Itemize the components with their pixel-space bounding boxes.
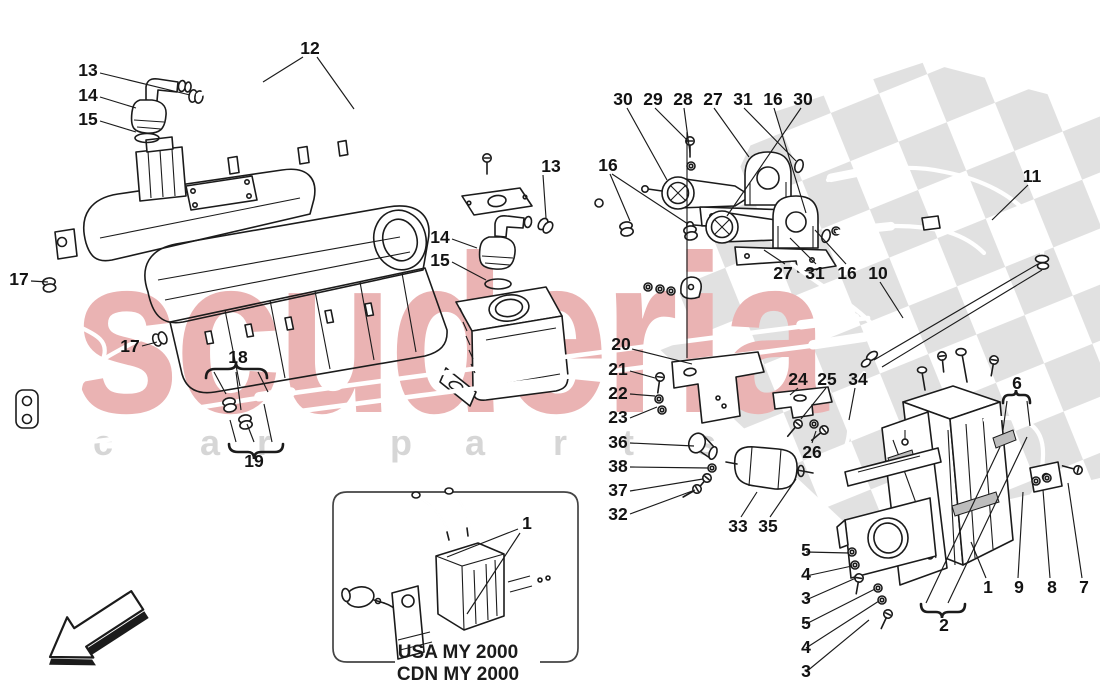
throttle-inlet — [372, 209, 428, 271]
bracket-24 — [772, 386, 833, 445]
hose-34 — [812, 371, 866, 475]
watermark-letter-r: r — [553, 422, 567, 463]
solenoid-valve-lower — [618, 195, 841, 273]
callout-24: 24 — [788, 369, 808, 389]
brace-19 — [227, 442, 285, 460]
watermark-letter-a: a — [200, 422, 221, 463]
watermark-letter-a: a — [465, 422, 486, 463]
watermark-letter-p: p — [390, 422, 412, 463]
filter-assembly — [680, 432, 814, 502]
callout-13: 13 — [78, 60, 98, 80]
callout-38: 38 — [608, 456, 628, 476]
callout-17: 17 — [9, 269, 28, 289]
callout-14: 14 — [430, 227, 450, 247]
callout-5: 5 — [801, 613, 811, 633]
callout-37: 37 — [608, 480, 627, 500]
callout-9: 9 — [1014, 577, 1024, 597]
bracket-20 — [652, 351, 765, 424]
breather-elbow-left — [130, 77, 205, 144]
inset-note-line1: USA MY 2000 — [398, 642, 518, 663]
hose-11 — [825, 164, 1050, 270]
inset-mini-canister — [341, 487, 551, 660]
callout-27: 27 — [703, 89, 722, 109]
callout-13: 13 — [541, 156, 561, 176]
brace-18 — [204, 362, 269, 380]
callout-36: 36 — [608, 432, 628, 452]
callout-17: 17 — [120, 336, 139, 356]
callout-12: 12 — [300, 38, 320, 58]
inset-box: USA MY 2000 CDN MY 2000 — [332, 487, 579, 685]
brace-6 — [1001, 389, 1032, 405]
strap-6 — [982, 415, 1046, 507]
watermark-brand-text: scuderia — [73, 208, 830, 460]
callout-16: 16 — [763, 89, 783, 109]
callout-25: 25 — [817, 369, 837, 389]
callout-30: 30 — [613, 89, 633, 109]
callout-21: 21 — [608, 359, 628, 379]
callout-34: 34 — [848, 369, 868, 389]
callout-7: 7 — [1079, 577, 1089, 597]
label-patch — [992, 429, 1017, 449]
callout-16: 16 — [837, 263, 857, 283]
callout-3: 3 — [801, 588, 811, 608]
label-patch — [951, 491, 1000, 517]
support-bracket-2 — [836, 411, 1000, 632]
filter-33 — [733, 446, 798, 490]
callout-20: 20 — [611, 334, 631, 354]
callout-8: 8 — [1047, 577, 1057, 597]
inset-frame — [332, 491, 579, 663]
callout-4: 4 — [801, 637, 811, 657]
callout-15: 15 — [430, 250, 450, 270]
callout-4: 4 — [801, 564, 811, 584]
cap-36 — [687, 432, 707, 454]
callout-23: 23 — [608, 407, 628, 427]
callout-6: 6 — [1012, 373, 1022, 393]
callout-28: 28 — [673, 89, 693, 109]
callout-16: 16 — [598, 155, 618, 175]
callout-30: 30 — [793, 89, 813, 109]
callout-35: 35 — [758, 516, 778, 536]
callout-33: 33 — [728, 516, 748, 536]
valve-bracket-lower — [734, 246, 837, 273]
callout-19: 19 — [244, 451, 264, 471]
callout-26: 26 — [802, 442, 822, 462]
callout-5: 5 — [801, 540, 811, 560]
callout-22: 22 — [608, 383, 628, 403]
callout-31: 31 — [805, 263, 825, 283]
callout-15: 15 — [78, 109, 98, 129]
leader-lines — [30, 56, 1083, 673]
callout-10: 10 — [868, 263, 888, 283]
callout-32: 32 — [608, 504, 628, 524]
brace-2 — [919, 602, 967, 619]
callout-1: 1 — [983, 577, 993, 597]
callout-1: 1 — [522, 513, 532, 533]
direction-arrow-icon — [48, 590, 149, 666]
hose-17-group — [15, 276, 170, 429]
callout-27: 27 — [773, 263, 792, 283]
watermark-letter-t: t — [622, 422, 634, 463]
inset-note-line2: CDN MY 2000 — [397, 664, 519, 685]
callout-18: 18 — [228, 347, 248, 367]
callout-29: 29 — [643, 89, 663, 109]
hose-10 — [789, 261, 883, 368]
hose-12 — [195, 77, 604, 236]
callout-11: 11 — [1023, 166, 1042, 186]
callout-31: 31 — [733, 89, 753, 109]
engine-cover-plate — [185, 175, 258, 211]
braces — [204, 362, 1032, 619]
engine-assembly — [54, 136, 448, 394]
callout-3: 3 — [801, 661, 811, 681]
callout-2: 2 — [939, 615, 949, 635]
mid-elbow-fitting — [461, 153, 702, 300]
callout-14: 14 — [78, 85, 98, 105]
